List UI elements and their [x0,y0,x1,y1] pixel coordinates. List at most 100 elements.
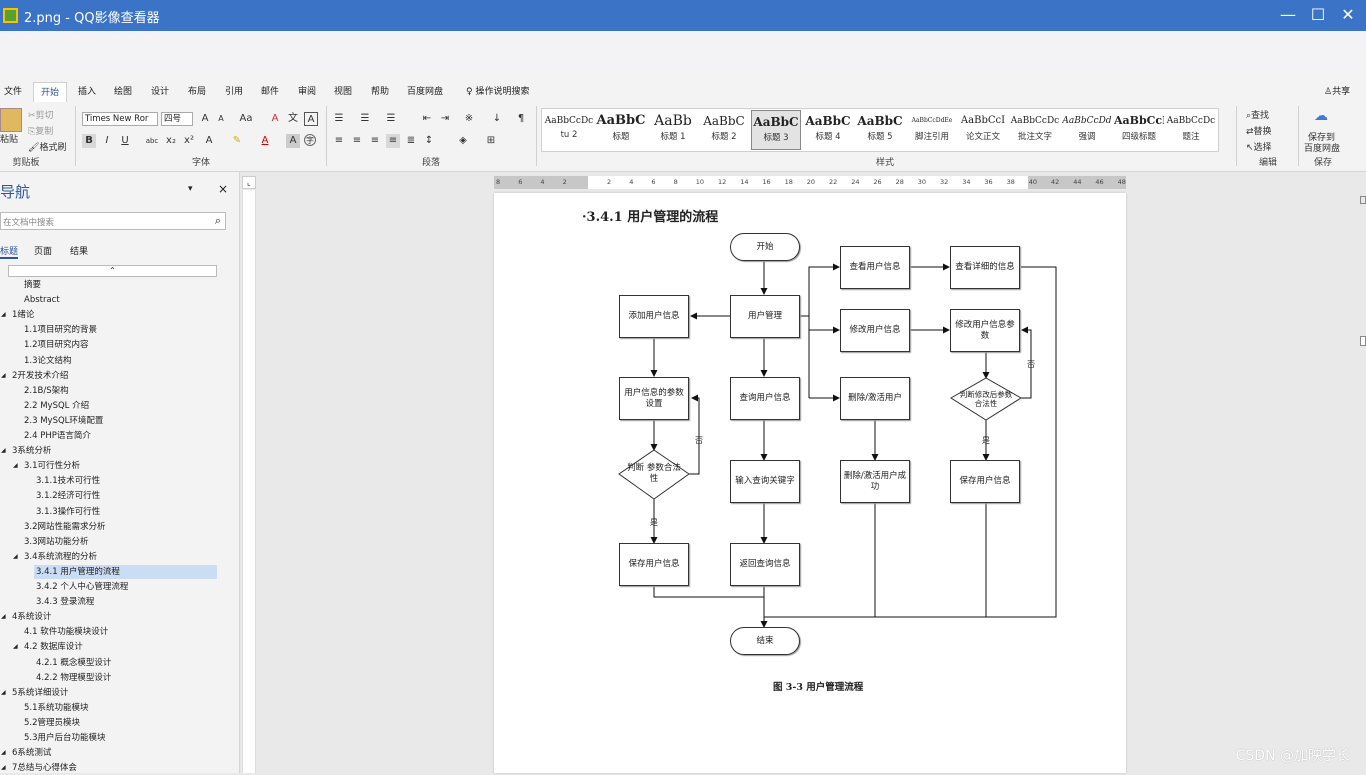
font-name-select[interactable]: Times New Ror [82,112,158,126]
shading-icon[interactable]: ◈ [459,135,467,146]
line-spacing-icon[interactable]: ↕ [424,135,434,146]
nav-item[interactable]: 1.3论文结构 [24,355,72,366]
nav-item[interactable]: 5系统详细设计 [12,687,69,698]
numbering-icon[interactable]: ☰ [360,113,370,124]
select-button[interactable]: ↖选择 [1246,143,1272,153]
bullets-icon[interactable]: ☰ [334,113,344,124]
tab-draw[interactable]: 绘图 [114,87,133,97]
tab-file[interactable]: 文件 [4,87,23,97]
nav-search-input[interactable]: 在文档中搜索 ⌕ [0,212,226,230]
nav-item[interactable]: 2开发技术介绍 [12,370,69,381]
nav-item[interactable]: 3.2网站性能需求分析 [24,521,106,532]
format-painter-button[interactable]: 🖌格式刷 [28,143,67,153]
nav-item[interactable]: 2.1B/S架构 [24,385,69,396]
tab-headings[interactable]: 标题 [0,244,19,259]
expand-caret-icon[interactable]: ◢ [1,764,6,772]
increase-indent-icon[interactable]: ⇥ [440,113,450,124]
nav-item[interactable]: 4.2.1 概念模型设计 [36,657,112,668]
find-button[interactable]: ⌕查找 [1246,111,1270,121]
expand-caret-icon[interactable]: ◢ [1,749,6,757]
nav-item[interactable]: 3.1可行性分析 [24,461,81,472]
justify-icon[interactable]: ≡ [386,134,400,148]
nav-item[interactable]: 3.1.1技术可行性 [36,476,101,487]
baidu-cloud-icon[interactable]: ☁ [1314,108,1328,124]
font-color-icon[interactable]: A [261,135,269,146]
nav-item[interactable]: 2.2 MySQL 介绍 [24,400,90,411]
expand-caret-icon[interactable]: ◢ [1,371,6,379]
nav-item[interactable]: 4.1 软件功能模块设计 [24,627,109,638]
copy-button[interactable]: ⎘复制 [28,127,54,137]
show-marks-icon[interactable]: ¶ [517,113,525,124]
collapse-handle[interactable]: ⌃ [8,265,217,277]
expand-caret-icon[interactable]: ◢ [1,447,6,455]
nav-item[interactable]: 1.2项目研究内容 [24,340,89,351]
nav-item[interactable]: 摘要 [24,280,42,290]
subscript-icon[interactable]: x₂ [166,135,176,146]
scroll-marker[interactable] [1360,196,1366,204]
superscript-icon[interactable]: x² [184,135,194,146]
scroll-thumb[interactable] [1360,336,1366,346]
tab-selector[interactable]: ⌞ [242,176,256,189]
nav-item[interactable]: 3.1.3操作可行性 [36,506,101,517]
chinese-layout-icon[interactable]: ※ [464,113,474,124]
char-border-icon[interactable]: A [304,112,318,126]
save-to-baidu-line2[interactable]: 百度网盘 [1304,144,1341,154]
expand-caret-icon[interactable]: ◢ [1,311,6,319]
align-right-icon[interactable]: ≡ [370,135,380,146]
expand-caret-icon[interactable]: ◢ [13,552,18,560]
tab-results[interactable]: 结果 [70,247,89,257]
nav-item[interactable]: 1.1项目研究的背景 [24,325,98,336]
nav-item[interactable]: 3.4.3 登录流程 [36,597,95,608]
nav-item[interactable]: 3.4.2 个人中心管理流程 [36,582,129,592]
phonetic-icon[interactable]: 文 [288,113,298,124]
nav-item[interactable]: 1绪论 [12,310,35,321]
tab-references[interactable]: 引用 [225,87,244,97]
nav-item[interactable]: 4.2.2 物理模型设计 [36,672,112,683]
minimize-button[interactable]: — [1280,5,1296,24]
chevron-down-icon[interactable]: ▾ [188,184,193,194]
nav-item[interactable]: 3系统分析 [12,446,52,457]
italic-icon[interactable]: I [105,135,109,146]
borders-icon[interactable]: ⊞ [486,135,496,146]
share-button[interactable]: ♙共享 [1324,87,1351,97]
font-size-select[interactable]: 四号 [161,112,193,126]
tab-design[interactable]: 设计 [151,87,170,97]
clear-format-icon[interactable]: A [271,113,279,124]
multilevel-list-icon[interactable]: ☰ [386,113,396,124]
close-icon[interactable]: × [218,182,229,196]
nav-item[interactable]: 3.1.2经济可行性 [36,491,101,502]
nav-item[interactable]: 3.4.1 用户管理的流程 [34,564,217,579]
nav-item[interactable]: 5.3用户后台功能模块 [24,733,106,743]
close-button[interactable]: ✕ [1341,5,1355,24]
expand-caret-icon[interactable]: ◢ [13,643,18,651]
align-left-icon[interactable]: ≡ [334,135,344,146]
search-icon[interactable]: ⌕ [214,214,221,227]
nav-item[interactable]: Abstract [24,295,60,306]
nav-item[interactable]: 6系统测试 [12,748,52,759]
distributed-icon[interactable]: ≣ [406,135,416,146]
enclosed-char-icon[interactable]: 字 [304,134,316,146]
tab-baidu[interactable]: 百度网盘 [407,87,444,97]
tab-home[interactable]: 开始 [33,82,67,102]
tab-insert[interactable]: 插入 [78,87,97,97]
nav-item[interactable]: 2.4 PHP语言简介 [24,431,91,441]
cut-button[interactable]: ✂剪切 [28,111,54,121]
nav-item[interactable]: 5.2管理员模块 [24,717,81,728]
expand-caret-icon[interactable]: ◢ [1,613,6,621]
change-case-icon[interactable]: Aa [239,113,253,124]
grow-font-icon[interactable]: A [201,113,209,124]
decrease-indent-icon[interactable]: ⇤ [422,113,432,124]
nav-item[interactable]: 2.3 MySQL环境配置 [24,415,104,426]
tab-review[interactable]: 审阅 [298,87,317,97]
maximize-button[interactable]: ☐ [1310,5,1326,24]
tab-mailings[interactable]: 邮件 [261,87,280,97]
tab-layout[interactable]: 布局 [188,87,207,97]
